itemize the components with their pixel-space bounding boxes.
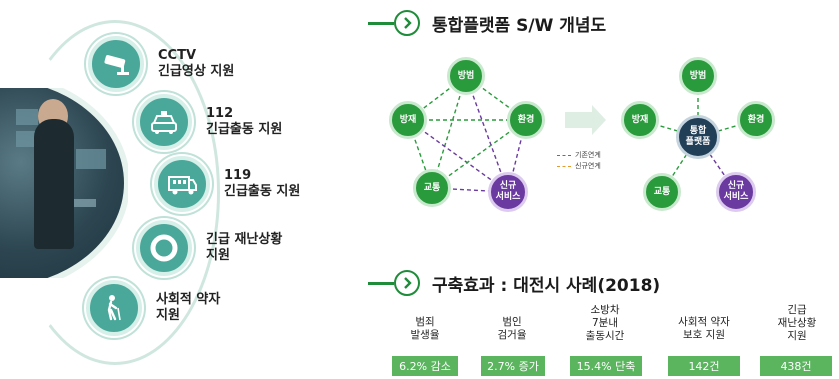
node-crime-after: 방범	[679, 57, 717, 95]
metric-label-crime: 범죄 발생율	[410, 316, 440, 341]
metric-label-disaster: 긴급 재난상황 지원	[777, 304, 817, 342]
service-label: 사회적 약자 지원	[156, 292, 221, 323]
effect-title: 구축효과 : 대전시 사례(2018)	[432, 275, 661, 296]
node-new-service-after: 신규 서비스	[716, 172, 756, 212]
link-legend: 기존연계 신규연계	[557, 150, 601, 172]
legend-new: 신규연계	[575, 162, 601, 170]
chevron-right-icon	[394, 10, 420, 36]
service-label: 긴급 재난상황 지원	[206, 232, 283, 263]
service-disaster: 긴급 재난상황 지원	[136, 220, 282, 276]
concept-title: 통합플랫폼 S/W 개념도	[432, 15, 607, 36]
effect-heading: 구축효과 : 대전시 사례(2018)	[368, 270, 660, 296]
decorative-arc	[10, 20, 220, 365]
metric-value-vulnerable: 142건	[668, 356, 740, 376]
node-disaster-before: 방재	[389, 101, 427, 139]
node-traffic-before: 교통	[413, 169, 451, 207]
chevron-right-icon	[394, 270, 420, 296]
elderly-person-icon	[86, 280, 142, 336]
node-env-after: 환경	[737, 101, 775, 139]
service-label: 119 긴급출동 지원	[224, 168, 301, 199]
service-vulnerable: 사회적 약자 지원	[86, 280, 220, 336]
service-label: CCTV 긴급영상 지원	[158, 48, 235, 79]
metric-label-vulnerable: 사회적 약자 보호 지원	[678, 316, 730, 341]
node-traffic-after: 교통	[643, 173, 681, 211]
node-crime-before: 방범	[447, 57, 485, 95]
service-label: 112 긴급출동 지원	[206, 106, 283, 137]
metric-value-crime: 6.2% 감소	[392, 356, 458, 376]
legend-existing: 기존연계	[575, 151, 601, 159]
metric-value-disaster: 438건	[760, 356, 832, 376]
metric-value-arrest: 2.7% 증가	[481, 356, 545, 376]
node-new-service-before: 신규 서비스	[488, 172, 528, 212]
node-env-before: 환경	[507, 101, 545, 139]
ambulance-icon	[154, 156, 210, 212]
police-car-icon	[136, 94, 192, 150]
concept-heading: 통합플랫폼 S/W 개념도	[368, 10, 606, 36]
metric-label-fire: 소방차 7분내 출동시간	[585, 304, 625, 342]
service-119: 119 긴급출동 지원	[154, 156, 300, 212]
services-panel: CCTV 긴급영상 지원 112 긴급출동 지원 119 긴급출동 지원 긴급 …	[0, 0, 360, 379]
metric-label-arrest: 범인 검거율	[497, 316, 527, 341]
cctv-icon	[88, 36, 144, 92]
arrow-right-icon	[565, 105, 606, 135]
node-platform-center: 통합 플랫폼	[676, 115, 720, 159]
service-112: 112 긴급출동 지원	[136, 94, 282, 150]
node-disaster-after: 방재	[621, 101, 659, 139]
control-room-photo	[0, 88, 128, 278]
lifebuoy-icon	[136, 220, 192, 276]
service-cctv: CCTV 긴급영상 지원	[88, 36, 234, 92]
metric-value-fire: 15.4% 단축	[570, 356, 642, 376]
